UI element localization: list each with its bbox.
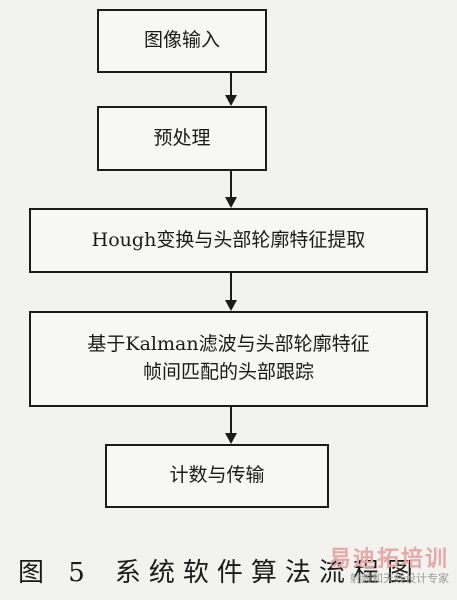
flow-step-kalman-head-tracking: 基于Kalman滤波与头部轮廓特征 帧间匹配的头部跟踪 <box>29 311 428 407</box>
arrow-down-icon <box>225 95 237 106</box>
figure-number: 图 5 <box>18 558 93 588</box>
flow-connector <box>230 73 232 97</box>
figure-caption: 图 5 系统软件算法流程图 <box>18 552 421 589</box>
flow-step-image-input: 图像输入 <box>97 9 267 73</box>
arrow-down-icon <box>225 197 237 208</box>
watermark: 易迪拓培训 射频和天线设计专家 <box>328 547 449 586</box>
flow-connector <box>230 171 232 197</box>
step-label-line-1: 基于Kalman滤波与头部轮廓特征 <box>87 333 370 356</box>
arrow-down-icon <box>225 300 237 311</box>
flow-step-preprocessing: 预处理 <box>97 106 267 171</box>
step-label-line-2: 帧间匹配的头部跟踪 <box>142 361 314 383</box>
arrow-down-icon <box>225 433 237 444</box>
step-label: 图像输入 <box>143 29 220 52</box>
step-label: 预处理 <box>153 126 211 149</box>
flow-step-count-transmit: 计数与传输 <box>105 444 329 508</box>
flow-connector <box>230 273 232 300</box>
watermark-subtitle: 射频和天线设计专家 <box>350 572 449 586</box>
flow-connector <box>230 407 232 433</box>
watermark-title: 易迪拓培训 <box>328 547 449 572</box>
step-label: Hough变换与头部轮廓特征提取 <box>91 228 366 251</box>
figure-title: 系统软件算法流程图 <box>114 558 421 588</box>
flow-step-hough-feature-extraction: Hough变换与头部轮廓特征提取 <box>29 208 428 273</box>
step-label: 计数与传输 <box>169 464 265 487</box>
